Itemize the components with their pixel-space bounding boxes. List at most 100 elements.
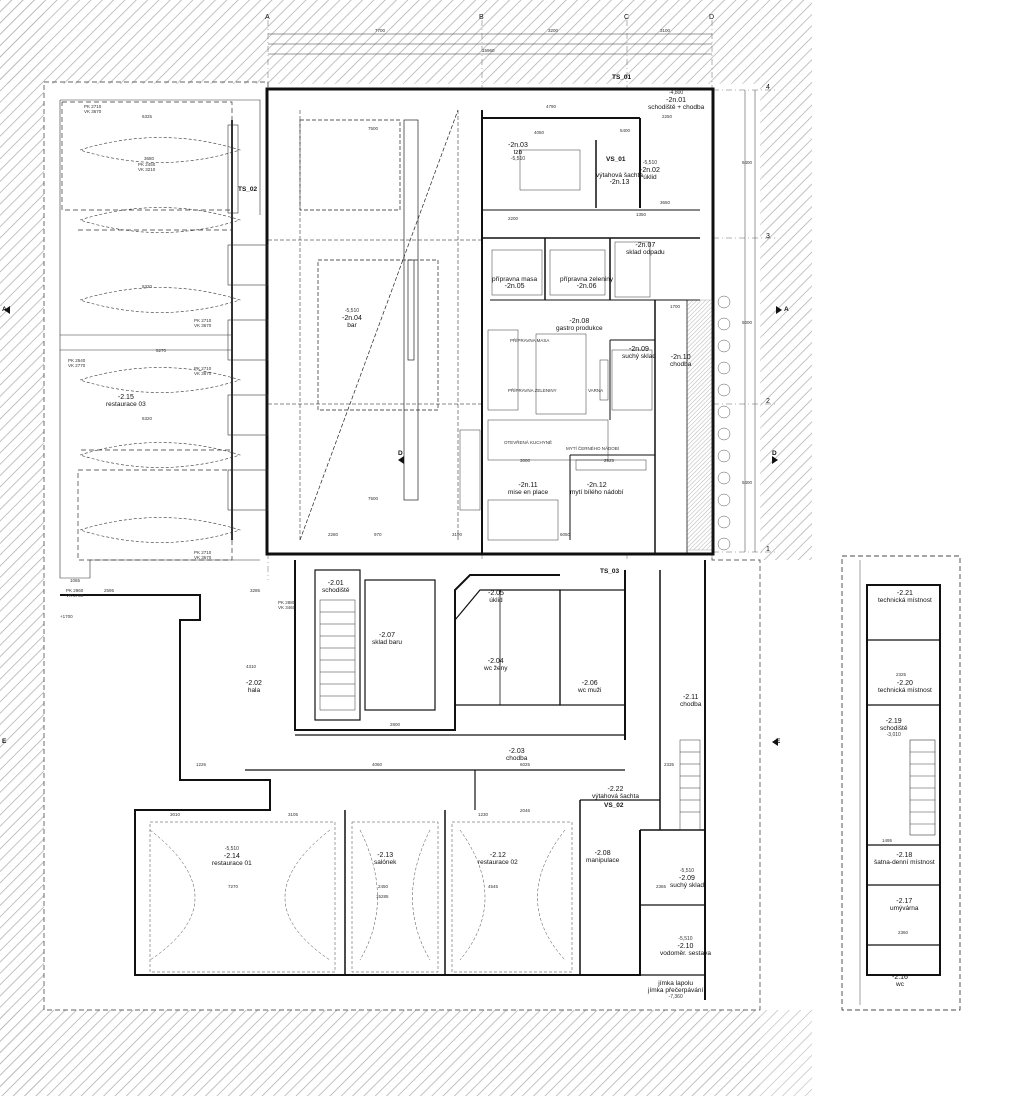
kitchen-label-varna: VARNA xyxy=(588,388,604,393)
upper-floor-walls xyxy=(265,87,715,556)
grid-dimension-lines xyxy=(268,33,756,552)
dim-text: 2335 xyxy=(664,762,675,767)
grid-label-row-3: 3 xyxy=(766,233,770,240)
tag-ts02: TS_02 xyxy=(238,186,258,193)
section-marker-d-left: D xyxy=(398,450,403,457)
dim-text: 3680 xyxy=(144,156,155,161)
dim-text: 2450 xyxy=(378,884,389,889)
dim-text: 6320 xyxy=(142,284,153,289)
grid-dim: 5400 xyxy=(742,480,753,485)
grid-label-col-b: B xyxy=(479,14,484,21)
kitchen-label-open: OTEVŘENÁ KUCHYNĚ xyxy=(504,440,553,445)
lower-floor-walls xyxy=(60,560,706,1000)
grid-label-row-2: 2 xyxy=(766,398,770,405)
dim-text: 5400 xyxy=(620,128,631,133)
tag-ts03: TS_03 xyxy=(600,568,620,575)
dim-text: 4310 xyxy=(246,664,257,669)
dim-text: 2046 xyxy=(520,808,531,813)
dim-text: 1230 xyxy=(478,812,489,817)
dim-text: 1350 xyxy=(636,212,647,217)
tag-vs01: VS_01 xyxy=(606,156,626,163)
dim-text: 3650 xyxy=(660,200,671,205)
lower-vaults xyxy=(149,821,573,973)
dim-text: 4060 xyxy=(372,762,383,767)
dim-text: 1065 xyxy=(70,578,81,583)
dim-text: 3105 xyxy=(288,812,299,817)
dim-text: 1495 xyxy=(882,838,893,843)
room-2n13: výtahová šachta-2n.13 xyxy=(596,172,643,186)
restaurant-03-zone xyxy=(59,99,269,579)
grid-label-row-4: 4 xyxy=(766,84,770,91)
dim-text: 1700 xyxy=(670,304,681,309)
section-marker-a-right: A xyxy=(784,306,789,313)
section-marker-a-left: A xyxy=(2,306,7,313)
bar-counter xyxy=(299,109,459,541)
dim-text: 2925 xyxy=(604,458,615,463)
dim-text: 3000 xyxy=(520,458,531,463)
note-ts03-elev: +1700 xyxy=(60,614,73,619)
dim-text: 4545 xyxy=(488,884,499,889)
grid-dim: 5000 xyxy=(742,320,753,325)
kitchen-label-zelenina: PŘÍPRAVNA ZELENINY xyxy=(508,388,557,393)
section-arrows xyxy=(4,306,782,746)
dim-text: 3190 xyxy=(452,532,463,537)
grid-label-row-1: 1 xyxy=(766,546,770,553)
grid-label-col-a: A xyxy=(265,14,270,21)
grid-dim: 3200 xyxy=(548,28,559,33)
dim-text: 970 xyxy=(374,532,382,537)
room-2n06: přípravna zeleniny-2n.06 xyxy=(560,276,614,290)
grid-dim: 15960 xyxy=(482,48,495,53)
dim-text: 2280 xyxy=(328,532,339,537)
dim-text: 2595 xyxy=(104,588,115,593)
dim-text: 7500 xyxy=(368,496,379,501)
grid-dim: 3100 xyxy=(660,28,671,33)
dim-text: 3010 xyxy=(170,812,181,817)
section-marker-e-right: E xyxy=(776,738,781,745)
kitchen-equipment xyxy=(459,149,653,541)
dim-text: 2325 xyxy=(896,672,907,677)
dim-text: 7270 xyxy=(228,884,239,889)
tag-vs02: VS_02 xyxy=(604,802,624,809)
tag-ts01: TS_01 xyxy=(612,74,632,81)
room-2n05: přípravna masa-2n.05 xyxy=(492,276,538,290)
kitchen-label-masa: PŘÍPRAVNA MASA xyxy=(510,338,550,343)
dim-text: 7500 xyxy=(368,126,379,131)
dim-text: 3285 xyxy=(250,588,261,593)
stairs xyxy=(319,599,701,831)
dim-text: 6320 xyxy=(142,416,153,421)
right-hatch-strip xyxy=(686,295,731,551)
section-marker-d-right: D xyxy=(772,450,777,457)
section-marker-e-left: E xyxy=(2,738,7,745)
grid-dim: 7700 xyxy=(375,28,386,33)
dim-text: 5270 xyxy=(156,348,167,353)
